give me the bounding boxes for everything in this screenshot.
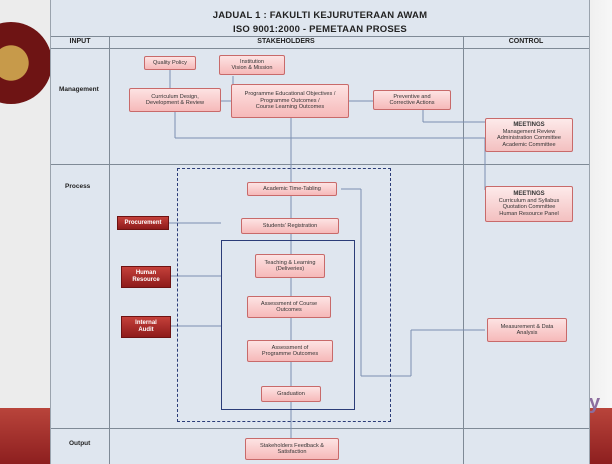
row-label-output: Output [69, 440, 91, 447]
process-meetings-heading: MEETINGS [513, 190, 545, 197]
process-map-panel: JADUAL 1 : FAKULTI KEJURUTERAAN AWAM ISO… [50, 0, 590, 464]
diagram-subtitle: ISO 9001:2000 - PEMETAAN PROSES [233, 24, 407, 35]
academic-process-boundary [177, 168, 391, 422]
procurement-input: Procurement [117, 216, 169, 230]
internal-audit-input: Internal Audit [121, 316, 171, 338]
institution-vision-mission-box: Institution Vision & Mission [219, 55, 285, 75]
row-label-process: Process [65, 183, 91, 190]
human-resource-input: Human Resource [121, 266, 171, 288]
diagram-title: JADUAL 1 : FAKULTI KEJURUTERAAN AWAM [212, 10, 428, 21]
input-column-divider [109, 36, 110, 464]
management-process-divider [51, 164, 589, 165]
management-meetings-heading: MEETINGS [513, 121, 545, 128]
control-column-divider [463, 36, 464, 464]
programme-objectives-box: Programme Educational Objectives / Progr… [231, 84, 349, 118]
connector-lines [133, 69, 486, 438]
assessment-course-outcomes-box: Assessment of Course Outcomes [247, 296, 331, 318]
curriculum-design-box: Curriculum Design, Development & Review [129, 88, 221, 112]
academic-time-tabling-box: Academic Time-Tabling [247, 182, 337, 196]
column-header-control: CONTROL [508, 38, 544, 45]
students-registration-box: Students' Registration [241, 218, 339, 234]
management-meetings-body: Management Review Administration Committ… [496, 128, 562, 148]
stakeholders-feedback-box: Stakeholders Feedback & Satisfaction [245, 438, 339, 460]
header-top-rule [51, 36, 589, 37]
slide-corner-letter: y [589, 392, 601, 414]
preventive-corrective-actions-box: Preventive and Corrective Actions [373, 90, 451, 110]
column-header-stakeholders: STAKEHOLDERS [257, 38, 315, 45]
measurement-data-analysis-box: Measurement & Data Analysis [487, 318, 567, 342]
header-bottom-rule [51, 48, 589, 49]
teaching-assessment-boundary [221, 240, 355, 410]
column-header-input: INPUT [69, 38, 91, 45]
process-meetings-body: Curriculum and Syllabus Quotation Commit… [498, 197, 560, 217]
assessment-programme-outcomes-box: Assessment of Programme Outcomes [247, 340, 333, 362]
graduation-box: Graduation [261, 386, 321, 402]
quality-policy-box: Quality Policy [144, 56, 196, 70]
teaching-learning-box: Teaching & Learning (Deliveries) [255, 254, 325, 278]
process-output-divider [51, 428, 589, 429]
row-label-management: Management [59, 86, 99, 93]
